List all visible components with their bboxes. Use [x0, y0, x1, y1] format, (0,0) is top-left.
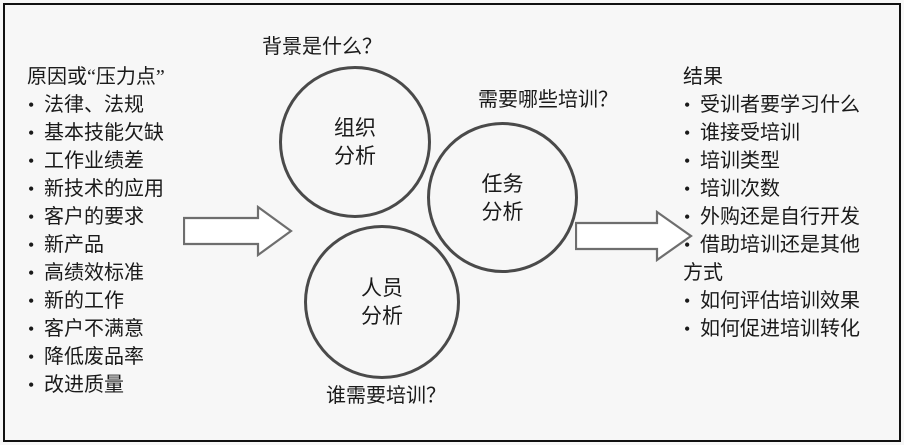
causes-list-item: 新技术的应用	[27, 175, 262, 203]
causes-list: 法律、法规基本技能欠缺工作业绩差新技术的应用客户的要求新产品高绩效标准新的工作客…	[27, 91, 262, 399]
results-list-item: 培训次数	[683, 175, 898, 203]
results-list-item: 如何促进培训转化	[683, 315, 898, 343]
person-circle-line2: 分析	[361, 304, 403, 328]
causes-list-item: 客户的要求	[27, 203, 262, 231]
question-label-who-needs-training: 谁需要培训？	[326, 385, 446, 407]
causes-list-item: 新的工作	[27, 287, 262, 315]
causes-list-item: 客户不满意	[27, 315, 262, 343]
results-list-item: 外购还是自行开发	[683, 203, 898, 231]
results-list-item: 如何评估培训效果	[683, 287, 898, 315]
causes-list-item: 新产品	[27, 231, 262, 259]
input-arrow-icon	[182, 204, 293, 262]
organization-circle-line2: 分析	[334, 144, 376, 168]
person-analysis-circle[interactable]: 人员 分析	[304, 225, 460, 379]
causes-list-item: 改进质量	[27, 371, 262, 399]
question-label-context: 背景是什么？	[262, 36, 382, 58]
task-circle-line1: 任务	[481, 171, 524, 196]
task-analysis-circle[interactable]: 任务 分析	[427, 122, 578, 273]
results-list-item: 借助培训还是其他	[683, 231, 898, 259]
causes-list-item: 基本技能欠缺	[27, 119, 262, 147]
person-circle-line1: 人员	[361, 276, 403, 300]
causes-list-item: 降低废品率	[27, 343, 262, 371]
results-list-item: 谁接受培训	[683, 119, 898, 147]
results-heading: 结果	[683, 66, 723, 88]
task-circle-line2: 分析	[481, 199, 524, 224]
results-list-item: 受训者要学习什么	[683, 91, 898, 119]
results-list-item-continuation: 方式	[683, 262, 723, 284]
results-list: 受训者要学习什么谁接受培训培训类型培训次数外购还是自行开发借助培训还是其他方式如…	[683, 91, 898, 343]
causes-list-item: 法律、法规	[27, 91, 262, 119]
causes-list-item: 工作业绩差	[27, 147, 262, 175]
results-list-item: 培训类型	[683, 147, 898, 175]
organization-analysis-circle[interactable]: 组织 分析	[279, 66, 431, 218]
causes-list-item: 高绩效标准	[27, 259, 262, 287]
question-label-training-needed: 需要哪些培训？	[478, 89, 618, 111]
causes-heading: 原因或“压力点”	[27, 66, 165, 88]
output-arrow-icon	[574, 209, 693, 267]
diagram-frame: 原因或“压力点” 法律、法规基本技能欠缺工作业绩差新技术的应用客户的要求新产品高…	[3, 3, 901, 442]
causes-column: 原因或“压力点” 法律、法规基本技能欠缺工作业绩差新技术的应用客户的要求新产品高…	[27, 63, 262, 399]
results-column: 结果 受训者要学习什么谁接受培训培训类型培训次数外购还是自行开发借助培训还是其他…	[683, 63, 898, 343]
organization-circle-line1: 组织	[334, 116, 376, 140]
